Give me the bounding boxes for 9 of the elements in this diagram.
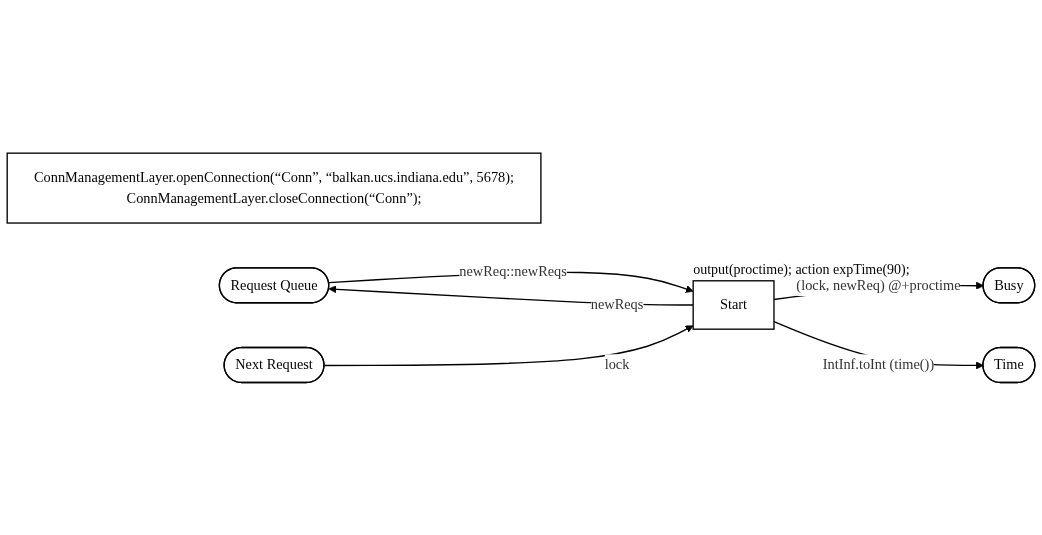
node-annotation: output(proctime); action expTime(90);: [693, 262, 910, 279]
edge-label: (lock, newReq) @+proctime: [796, 276, 961, 293]
edge-label: newReqs: [590, 296, 644, 312]
node-box: ConnManagementLayer.openConnection(“Conn”, “balkan.ucs.indiana.edu”, 5678); ConnManagementLayer.closeConnection(“Conn”);: [6, 152, 542, 224]
edge-label: lock: [604, 356, 630, 372]
edge-label: newReq::newReqs: [459, 263, 567, 279]
node-box: Start: [692, 279, 775, 330]
arrow: [323, 325, 694, 366]
edge-label: IntInf.toInt (time()): [822, 356, 935, 372]
